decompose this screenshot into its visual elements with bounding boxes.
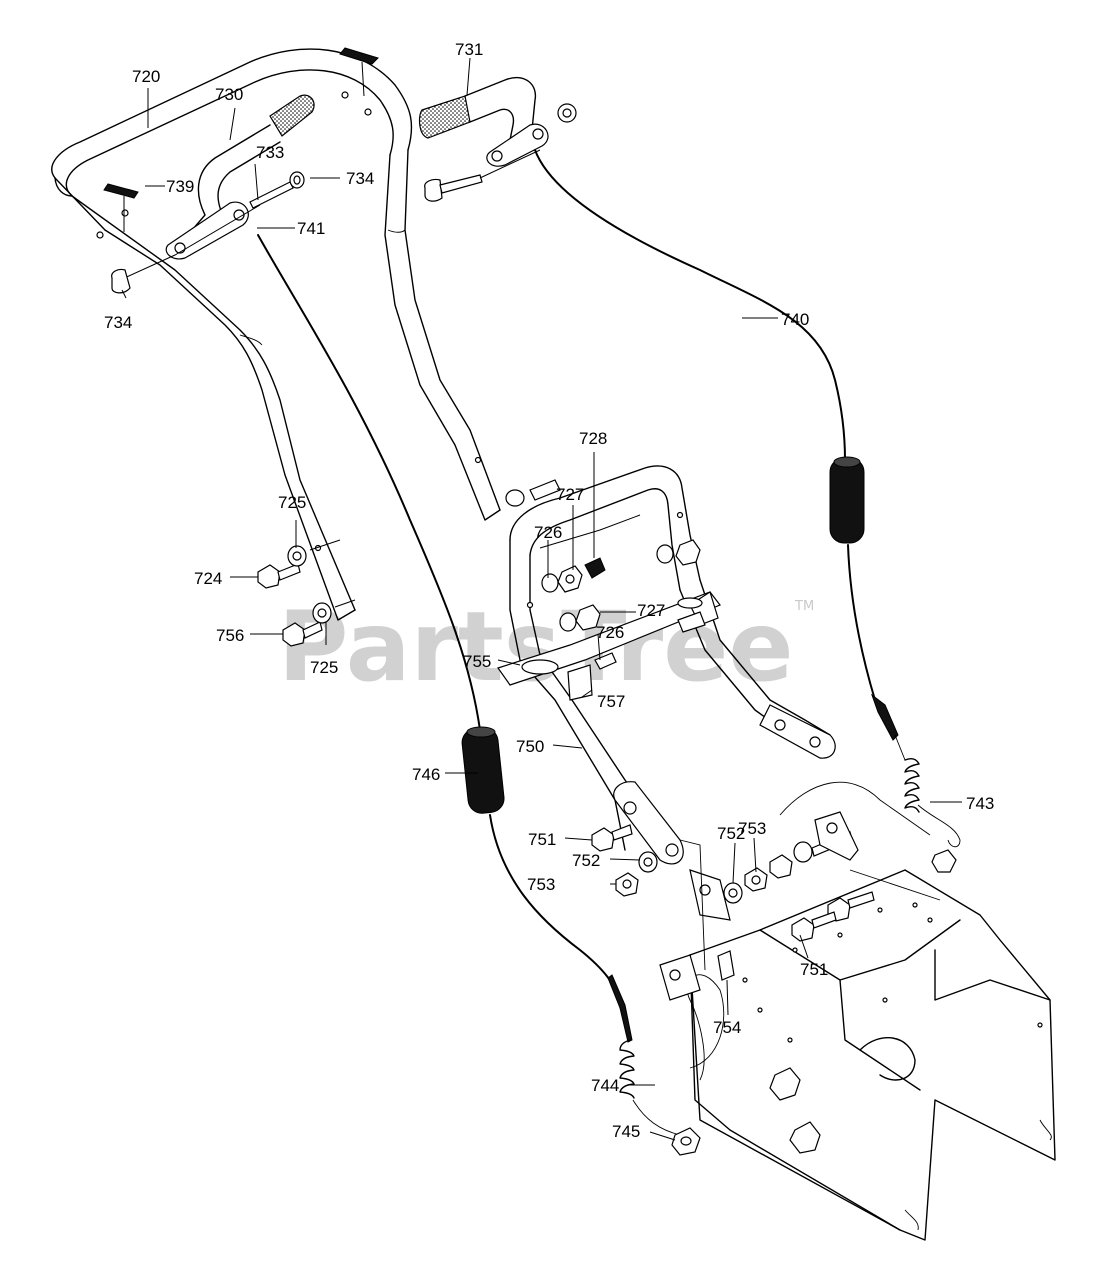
callout-725-upper: 725 (278, 493, 306, 512)
callout-753-left: 753 (527, 875, 555, 894)
callout-724: 724 (194, 569, 222, 588)
bolt-734-right (424, 103, 577, 202)
sleeve-746 (461, 726, 505, 814)
lower-handle-750 (509, 465, 836, 865)
callout-739: 739 (166, 177, 194, 196)
bolt-734 (111, 268, 131, 294)
callout-751-right: 751 (800, 960, 828, 979)
callout-757: 757 (597, 692, 625, 711)
callout-727-upper: 727 (556, 485, 584, 504)
callout-733: 733 (256, 143, 284, 162)
callout-752-right: 752 (717, 824, 745, 843)
nut-745 (671, 1127, 701, 1156)
callout-752-left: 752 (572, 851, 600, 870)
callout-725-lower: 725 (310, 658, 338, 677)
control-bail-730 (165, 94, 315, 260)
bolt-756 (282, 599, 356, 647)
spring-743 (894, 734, 961, 848)
callout-750: 750 (516, 737, 544, 756)
callout-753-right: 753 (738, 819, 766, 838)
pin-733 (119, 171, 305, 281)
callout-727-lower: 727 (637, 601, 665, 620)
control-bail-731 (418, 76, 549, 167)
callout-751-left: 751 (528, 830, 556, 849)
callout-755: 755 (463, 652, 491, 671)
callout-734-left: 734 (104, 313, 132, 332)
callout-726-lower: 726 (596, 623, 624, 642)
callout-745: 745 (612, 1122, 640, 1141)
callout-728: 728 (579, 429, 607, 448)
callout-leaders (121, 57, 962, 1141)
callout-744: 744 (591, 1076, 619, 1095)
callout-726-upper: 726 (534, 523, 562, 542)
callout-730: 730 (215, 85, 243, 104)
decal-739 (103, 183, 139, 232)
callout-731: 731 (455, 40, 483, 59)
cable-741 (257, 234, 633, 1043)
decal-739-top (339, 47, 379, 97)
callout-720: 720 (132, 67, 160, 86)
callout-734-right: 734 (346, 169, 374, 188)
hardware-726-727-728 (505, 479, 706, 670)
frame-housing (659, 781, 1056, 1241)
callout-756: 756 (216, 626, 244, 645)
callout-743: 743 (966, 794, 994, 813)
callout-746: 746 (412, 765, 440, 784)
hardware-751-752-753 (591, 824, 875, 981)
watermark-trademark: TM (794, 599, 814, 614)
plate-757 (567, 664, 593, 701)
callout-741: 741 (297, 219, 325, 238)
cable-740 (534, 149, 899, 741)
upper-handle-720 (51, 48, 501, 621)
callout-740: 740 (781, 310, 809, 329)
sleeve-740 (829, 456, 865, 544)
bolt-724 (257, 539, 341, 589)
callout-754: 754 (713, 1018, 741, 1037)
watermark-brand: PartsTree (278, 591, 793, 703)
nut-743 (931, 849, 957, 873)
